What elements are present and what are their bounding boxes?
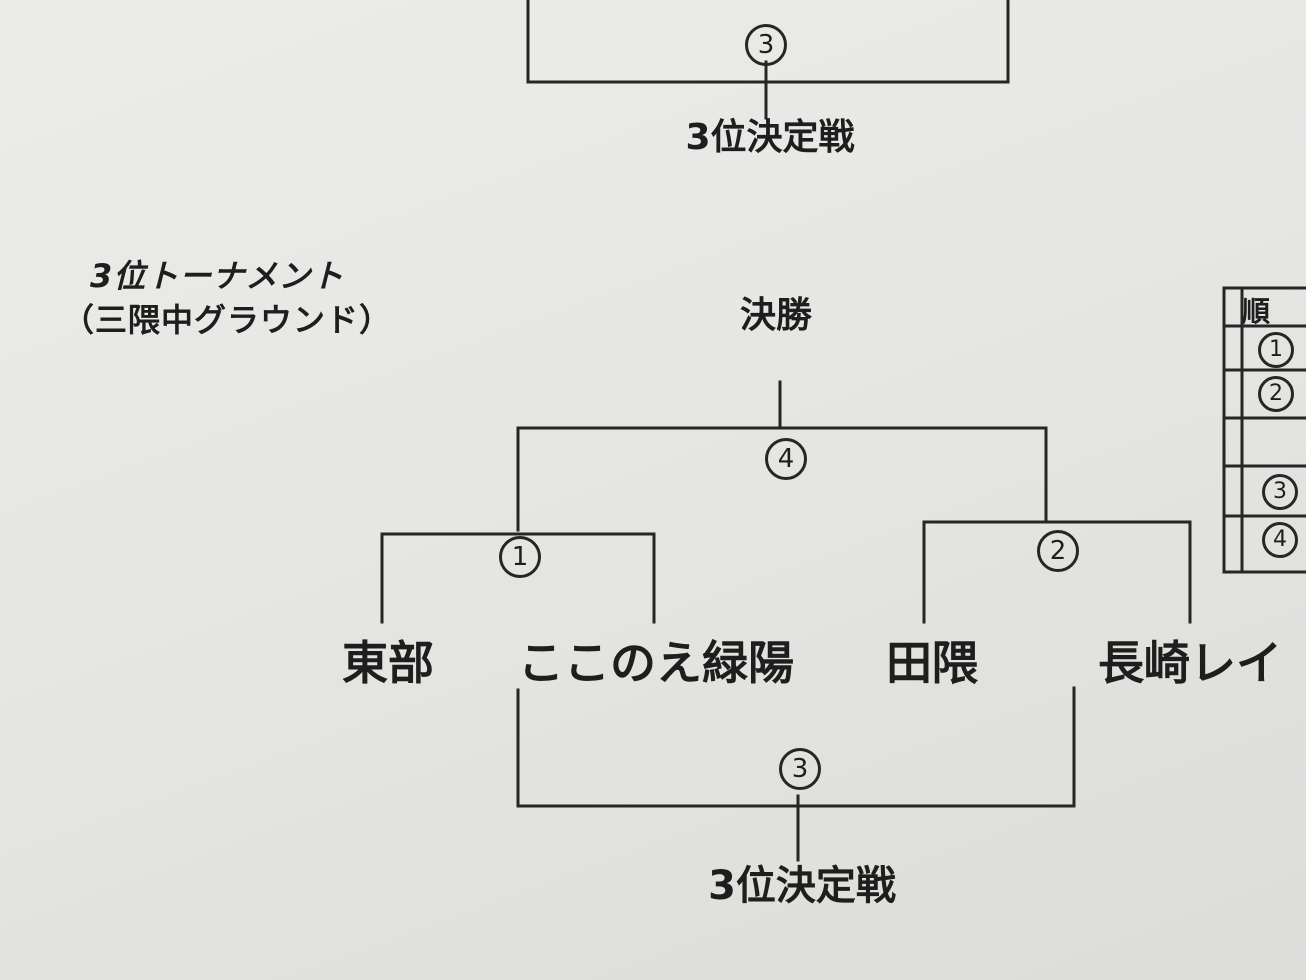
top-fragment-bracket [526, 0, 1010, 84]
match-1-number: 1 [499, 536, 541, 578]
side-table-frame [1222, 286, 1306, 574]
side-table-row-5: 4 [1262, 522, 1298, 558]
side-table-header: 順 [1242, 295, 1271, 328]
third-place-label: 3位決定戦 [708, 863, 896, 909]
side-table-row-4: 3 [1262, 474, 1298, 510]
team-tobu: 東部 [342, 636, 434, 690]
match-2-number: 2 [1037, 530, 1079, 572]
third-place-bracket [516, 686, 1076, 808]
top-fragment-label: 3位決定戦 [685, 117, 855, 158]
tournament-venue: （三隈中グラウンド） [62, 301, 393, 339]
final-label: 決勝 [739, 295, 813, 336]
match-1-bracket [380, 532, 656, 624]
team-nagasaki-rei: 長崎レイ [1098, 636, 1282, 690]
side-table-row-2: 2 [1258, 376, 1294, 412]
final-bracket [516, 426, 1048, 532]
match-3-number: 3 [779, 748, 821, 790]
tournament-title: 3位トーナメント [90, 257, 345, 295]
match-4-number: 4 [765, 438, 807, 480]
top-fragment-match-number: 3 [745, 24, 787, 66]
side-table-row-1: 1 [1258, 332, 1294, 368]
match-2-bracket [922, 520, 1192, 624]
team-takuma: 田隈 [886, 636, 978, 690]
team-kokonoe-ryokuyo: ここのえ緑陽 [518, 636, 794, 690]
